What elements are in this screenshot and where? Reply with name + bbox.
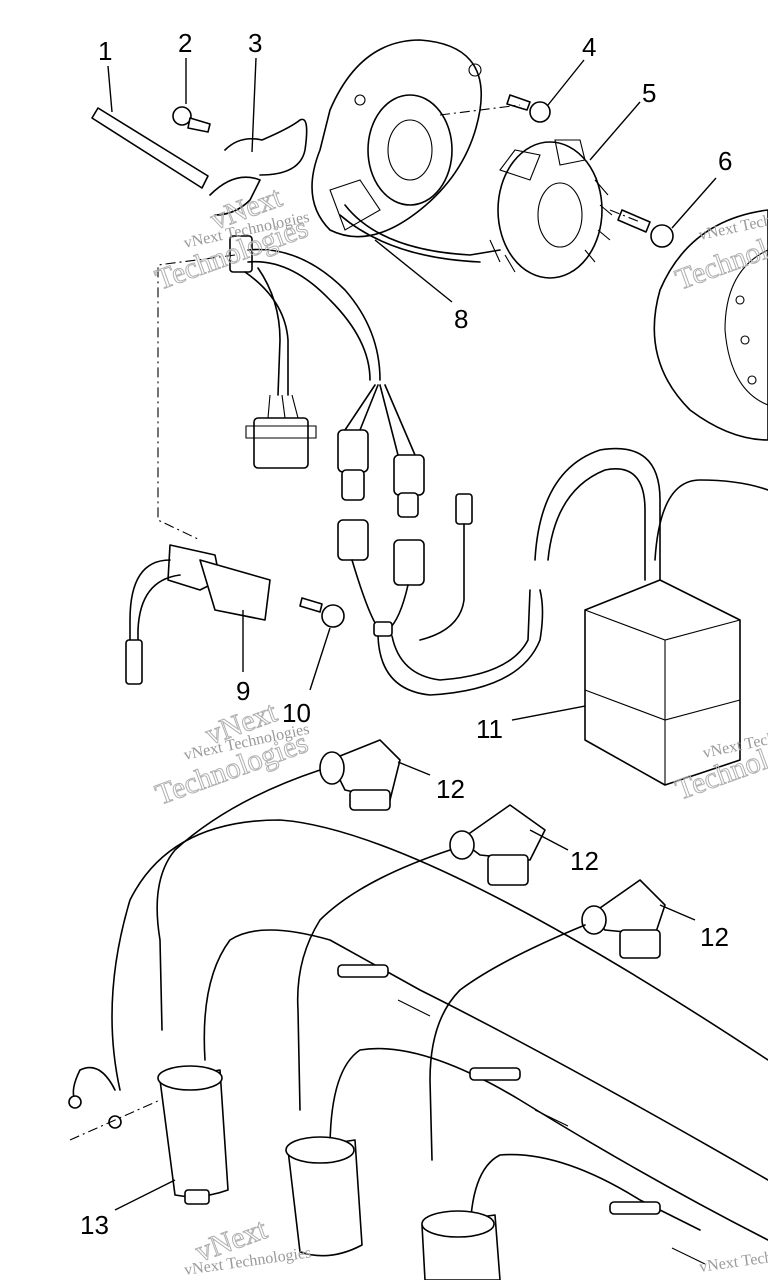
callout-11: 11 (476, 714, 503, 744)
callout-3: 3 (248, 28, 262, 58)
callout-12b: 12 (570, 846, 599, 876)
callout-5: 5 (642, 78, 656, 108)
ground-terminal (68, 1066, 122, 1129)
leader-lines (107, 57, 717, 1211)
spark-plug-cap-3 (581, 879, 666, 959)
callout-2: 2 (178, 28, 192, 58)
watermark-text-13: vNext Technologies (698, 1241, 768, 1276)
stator-plate (311, 39, 482, 238)
cable-tie (91, 107, 209, 189)
screw-10 (299, 597, 345, 628)
callout-12a: 12 (436, 774, 465, 804)
ignition-coil-1 (157, 1065, 229, 1205)
pulser-coil (125, 544, 271, 685)
screw-6 (617, 209, 674, 248)
spark-plug-cap-2 (449, 804, 546, 886)
screw-4 (506, 94, 551, 123)
callout-labels: 1 2 3 4 5 6 8 9 10 11 12 12 12 13 (80, 28, 732, 1240)
wire-clip (224, 118, 308, 176)
callout-13: 13 (80, 1210, 109, 1240)
ignition-coil-3 (421, 1210, 501, 1280)
callout-6: 6 (718, 146, 732, 176)
callout-9: 9 (236, 676, 250, 706)
callout-1: 1 (98, 36, 112, 66)
ignition-leads (111, 769, 768, 1265)
callout-10: 10 (282, 698, 311, 728)
screw-2 (172, 106, 211, 133)
spark-plug-cap-1 (319, 739, 401, 811)
callout-8: 8 (454, 304, 468, 334)
callout-4: 4 (582, 32, 596, 62)
flywheel (653, 209, 768, 441)
ignition-coil-2 (285, 1136, 363, 1257)
callout-12c: 12 (700, 922, 729, 952)
cdi-module (534, 447, 768, 786)
stator-coil (489, 139, 613, 279)
wiring-harness (209, 176, 544, 696)
